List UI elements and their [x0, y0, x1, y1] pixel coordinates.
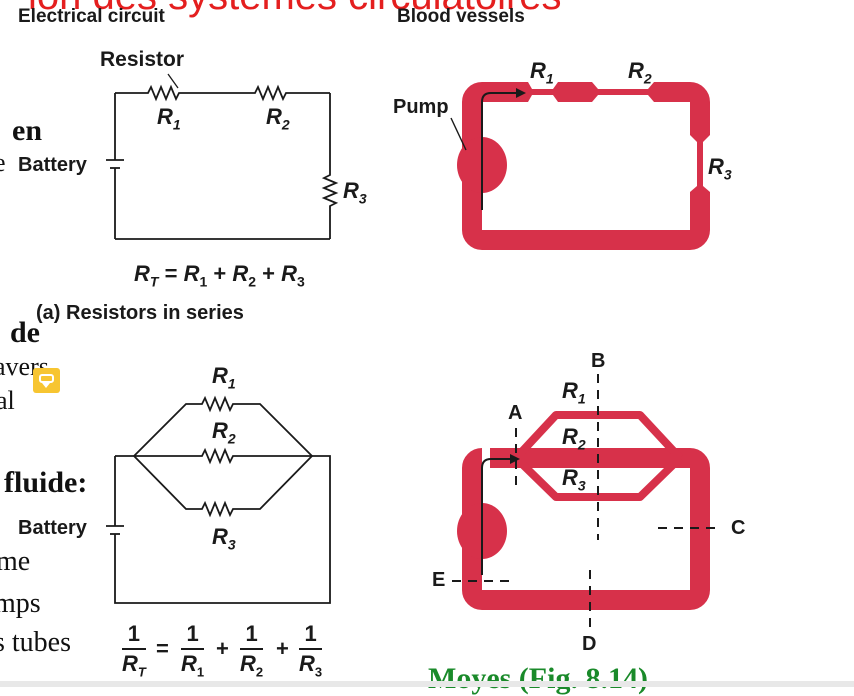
- series-vessel-loop: [462, 82, 710, 250]
- slide-text-mps: mps: [0, 588, 41, 619]
- comment-icon[interactable]: [33, 368, 60, 393]
- series-r3-label: R3: [343, 178, 367, 207]
- slide-text-fluide: fluide:: [4, 466, 88, 499]
- series-battery-label: Battery: [18, 154, 87, 176]
- frac-r2: 1 R2: [240, 621, 264, 680]
- pvessel-r2-label: R2: [562, 424, 586, 453]
- point-a-label: A: [508, 402, 523, 424]
- blood-vessels-header: Blood vessels: [397, 6, 525, 27]
- figure-source-caption: Moyes (Fig. 8.14): [428, 662, 648, 695]
- electrical-circuit-header: Electrical circuit: [18, 6, 165, 27]
- slide-text-tubes: s tubes: [0, 627, 71, 658]
- parallel-r3-label: R3: [212, 524, 236, 553]
- parallel-r2-label: R2: [212, 418, 236, 447]
- point-e-label: E: [432, 569, 446, 591]
- series-flow-arrow: [481, 92, 518, 210]
- point-c-label: C: [731, 517, 746, 539]
- parallel-battery-symbol: [106, 525, 124, 535]
- formula-equals: =: [156, 636, 169, 661]
- pump-pointer-line: [450, 117, 467, 151]
- pump-label: Pump: [393, 96, 449, 118]
- pvessel-r1-label: R1: [562, 378, 586, 407]
- series-caption: (a) Resistors in series: [36, 302, 244, 324]
- series-battery-symbol: [106, 159, 124, 169]
- parallel-battery-label: Battery: [18, 517, 87, 539]
- formula-plus-1: +: [216, 636, 229, 661]
- series-circuit-wires: [114, 84, 339, 240]
- point-b-label: B: [591, 350, 606, 372]
- vessel-r2-label: R2: [628, 58, 652, 87]
- series-r1-label: R1: [157, 104, 181, 133]
- parallel-r1-label: R1: [212, 363, 236, 392]
- series-flow-arrowhead: [516, 88, 526, 98]
- slide-text-me: me: [0, 546, 31, 577]
- frac-r3: 1 R3: [299, 621, 323, 680]
- resistor-pointer-line: [167, 73, 179, 89]
- point-d-label: D: [582, 633, 597, 655]
- slide-text-de: de: [10, 316, 40, 349]
- parallel-flow-arrowhead: [510, 454, 520, 464]
- frac-r1: 1 R1: [181, 621, 205, 680]
- parallel-circuit-wires: [114, 395, 331, 604]
- frac-lhs: 1 RT: [122, 621, 146, 680]
- series-vessel-constrictions: [528, 82, 710, 192]
- series-formula: RT = R1 + R2 + R3: [134, 261, 305, 290]
- slide-text-e: e: [0, 148, 6, 178]
- slide-text-al: al: [0, 386, 15, 415]
- slide-text-en: en: [12, 114, 42, 147]
- window-bottom-bar: [0, 681, 854, 687]
- resistor-label: Resistor: [100, 48, 185, 71]
- slide-title-fragment: ion des systèmes circulatoires: [28, 0, 562, 19]
- series-r2-label: R2: [266, 104, 290, 133]
- vessel-r1-label: R1: [530, 58, 554, 87]
- parallel-vessel-loop: [462, 448, 710, 610]
- formula-plus-2: +: [276, 636, 289, 661]
- parallel-flow-arrow: [481, 458, 512, 575]
- section-lines: [452, 374, 722, 632]
- vessel-r3-label: R3: [708, 154, 732, 183]
- pvessel-r3-label: R3: [562, 465, 586, 494]
